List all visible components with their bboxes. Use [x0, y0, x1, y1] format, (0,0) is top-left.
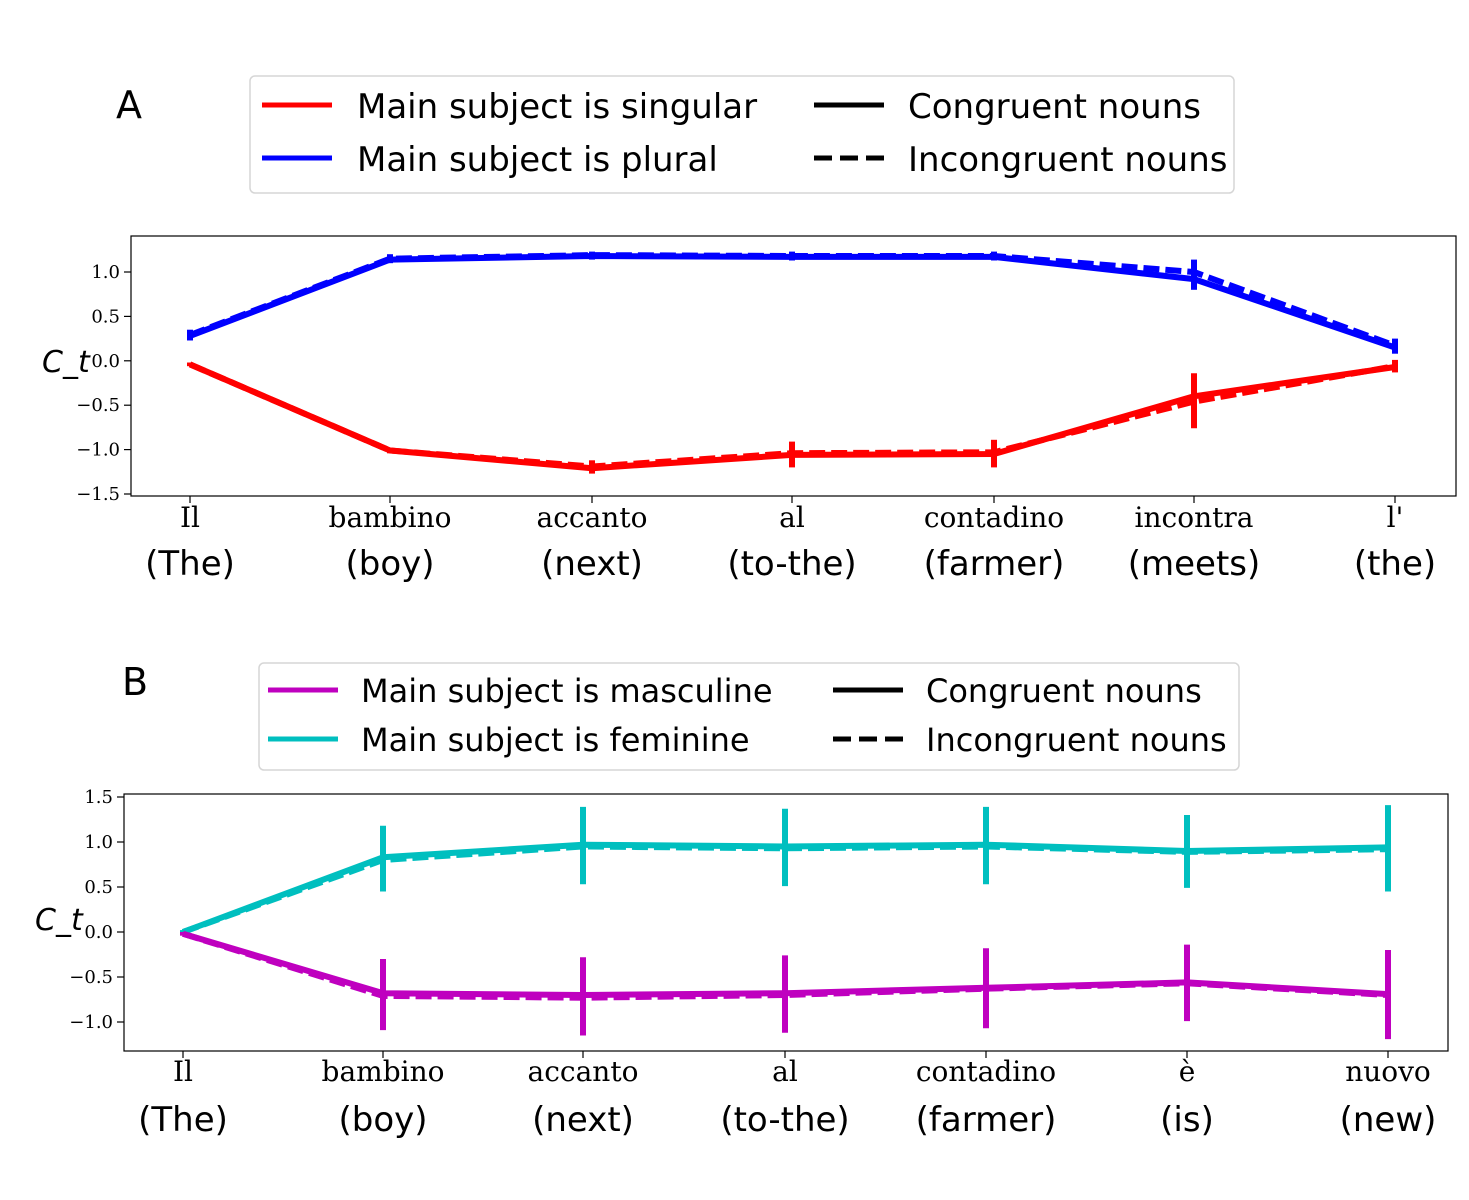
xtick-translation: (farmer): [916, 1100, 1057, 1140]
xtick-label: è: [1179, 1055, 1196, 1088]
xtick-label: contadino: [924, 501, 1064, 534]
xtick-translation: (is): [1160, 1100, 1214, 1140]
xtick-label: contadino: [916, 1055, 1056, 1088]
xtick-translation: (the): [1354, 544, 1436, 584]
xtick-translation: (new): [1340, 1100, 1437, 1140]
ytick-label: −0.5: [76, 395, 120, 416]
xtick-translation: (to-the): [727, 544, 856, 584]
xtick-label: accanto: [537, 501, 648, 534]
xtick-label: nuovo: [1345, 1055, 1431, 1088]
xtick-translation: (The): [145, 544, 235, 584]
xtick-label: incontra: [1135, 501, 1254, 534]
xtick-label: accanto: [528, 1055, 639, 1088]
legend-label-masculine: Main subject is masculine: [361, 672, 773, 710]
panel-b: B Main subject is masculine Main subject…: [35, 660, 1449, 1140]
panel-b-label: B: [122, 660, 148, 704]
ytick-label: 0.0: [91, 351, 120, 372]
legend-label-singular: Main subject is singular: [357, 87, 757, 127]
ytick-label: 0.5: [91, 306, 120, 327]
ytick-label: 1.5: [84, 787, 113, 808]
xtick-translation: (boy): [338, 1100, 427, 1140]
xtick-label: Il: [180, 501, 200, 534]
ytick-label: −1.5: [76, 484, 120, 505]
panel-b-xticks: Il (The) bambino (boy) accanto (next) al (to-th…: [138, 1051, 1436, 1140]
legend-label-plural: Main subject is plural: [357, 140, 718, 180]
panel-a-yticks: 1.0 0.5 0.0 −0.5 −1.0 −1.5: [76, 262, 131, 505]
ytick-label: 0.0: [84, 922, 113, 943]
xtick-label: al: [772, 1055, 798, 1088]
panel-a-axes-frame: [130, 235, 1457, 497]
ytick-label: 1.0: [84, 832, 113, 853]
panel-a-label: A: [116, 83, 142, 127]
xtick-translation: (next): [541, 544, 643, 584]
panel-a-series: [187, 251, 1398, 474]
xtick-label: bambino: [329, 501, 452, 534]
legend-label-congruent: Congruent nouns: [926, 672, 1202, 710]
xtick-translation: (boy): [345, 544, 434, 584]
xtick-translation: (The): [138, 1100, 228, 1140]
ytick-label: 0.5: [84, 877, 113, 898]
panel-b-axes-frame: [123, 793, 1449, 1052]
panel-b-legend: Main subject is masculine Main subject i…: [258, 662, 1240, 771]
ytick-label: −1.0: [69, 1012, 113, 1033]
ytick-label: 1.0: [91, 262, 120, 283]
ytick-label: −1.0: [76, 440, 120, 461]
panel-a-ylabel: C_t: [42, 345, 91, 380]
xtick-translation: (next): [532, 1100, 634, 1140]
xtick-translation: (farmer): [924, 544, 1065, 584]
ytick-label: −0.5: [69, 967, 113, 988]
panel-a: A Main subject is singular Main subject …: [42, 75, 1457, 584]
xtick-translation: (meets): [1128, 544, 1261, 584]
panel-a-legend: Main subject is singular Main subject is…: [249, 75, 1235, 194]
xtick-label: Il: [173, 1055, 193, 1088]
panel-b-ylabel: C_t: [35, 903, 84, 938]
legend-label-congruent: Congruent nouns: [908, 87, 1201, 127]
xtick-translation: (to-the): [720, 1100, 849, 1140]
legend-label-feminine: Main subject is feminine: [361, 721, 750, 759]
panel-a-xticks: Il (The) bambino (boy) accanto (next) al (to-th…: [145, 496, 1436, 584]
legend-label-incongruent: Incongruent nouns: [926, 721, 1227, 759]
series-line-solid: [188, 253, 1396, 351]
xtick-label: al: [779, 501, 805, 534]
xtick-label: bambino: [322, 1055, 445, 1088]
xtick-label: l': [1387, 501, 1404, 534]
legend-label-incongruent: Incongruent nouns: [908, 140, 1228, 180]
panel-b-series: [180, 805, 1391, 1040]
panel-b-yticks: 1.5 1.0 0.5 0.0 −0.5 −1.0: [69, 787, 124, 1033]
